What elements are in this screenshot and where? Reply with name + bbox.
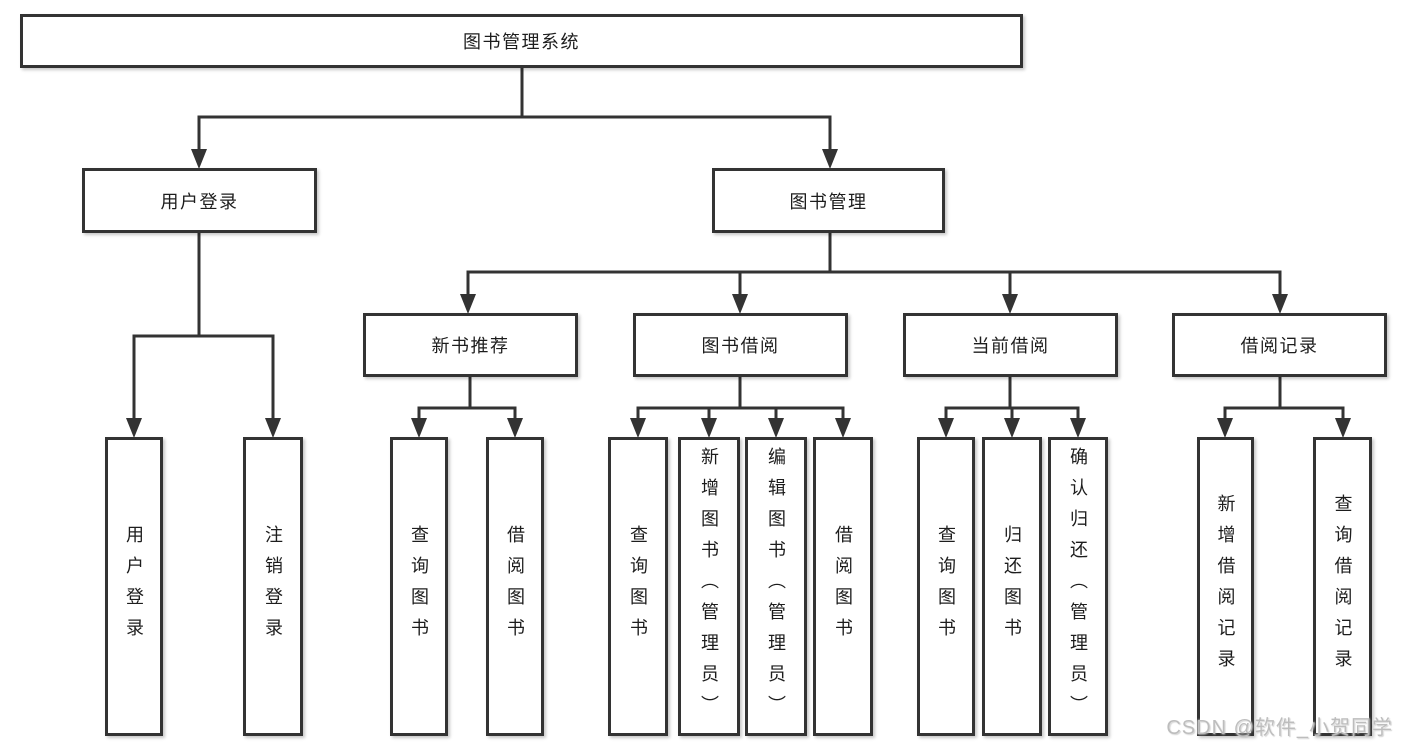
leaf-confirm-return-admin: 确认归还（管理员） bbox=[1048, 437, 1108, 736]
leaf-edit-book-admin: 编辑图书（管理员） bbox=[745, 437, 807, 736]
node-new-book-recommend: 新书推荐 bbox=[363, 313, 578, 377]
leaf-query-books-current-label: 查询图书 bbox=[936, 524, 956, 649]
leaf-borrow-books-borrow: 借阅图书 bbox=[813, 437, 873, 736]
csdn-watermark: CSDN @软件_小贺同学 bbox=[1166, 717, 1393, 739]
node-book-borrow: 图书借阅 bbox=[633, 313, 848, 377]
node-new-book-recommend-label: 新书推荐 bbox=[431, 336, 510, 356]
leaf-logout: 注销登录 bbox=[243, 437, 303, 736]
leaf-query-books-newrec-label: 查询图书 bbox=[409, 524, 429, 649]
leaf-user-login: 用户登录 bbox=[105, 437, 163, 736]
node-book-management-label: 图书管理 bbox=[789, 191, 868, 212]
leaf-add-book-admin-label: 新增图书（管理员） bbox=[699, 447, 719, 726]
leaf-confirm-return-admin-label: 确认归还（管理员） bbox=[1068, 447, 1088, 726]
leaf-add-book-admin: 新增图书（管理员） bbox=[678, 437, 740, 736]
leaf-query-books-borrow: 查询图书 bbox=[608, 437, 668, 736]
node-borrow-records-label: 借阅记录 bbox=[1240, 336, 1319, 356]
leaf-query-books-borrow-label: 查询图书 bbox=[628, 524, 648, 649]
node-current-borrow: 当前借阅 bbox=[903, 313, 1118, 377]
leaf-edit-book-admin-label: 编辑图书（管理员） bbox=[766, 447, 786, 726]
leaf-query-borrow-record: 查询借阅记录 bbox=[1313, 437, 1372, 736]
leaf-user-login-label: 用户登录 bbox=[124, 524, 144, 649]
node-user-login-label: 用户登录 bbox=[160, 191, 239, 212]
node-book-management: 图书管理 bbox=[712, 168, 945, 233]
leaf-borrow-books-newrec: 借阅图书 bbox=[486, 437, 544, 736]
leaf-return-book: 归还图书 bbox=[982, 437, 1042, 736]
leaf-borrow-books-newrec-label: 借阅图书 bbox=[505, 524, 525, 649]
leaf-query-borrow-record-label: 查询借阅记录 bbox=[1332, 493, 1353, 680]
leaf-query-books-current: 查询图书 bbox=[917, 437, 975, 736]
leaf-logout-label: 注销登录 bbox=[263, 524, 283, 649]
node-system-root: 图书管理系统 bbox=[20, 14, 1023, 68]
node-system-root-label: 图书管理系统 bbox=[463, 32, 580, 52]
node-user-login: 用户登录 bbox=[82, 168, 317, 233]
leaf-return-book-label: 归还图书 bbox=[1002, 524, 1022, 649]
node-borrow-records: 借阅记录 bbox=[1172, 313, 1387, 377]
leaf-add-borrow-record: 新增借阅记录 bbox=[1197, 437, 1254, 736]
node-current-borrow-label: 当前借阅 bbox=[971, 336, 1050, 356]
leaf-query-books-newrec: 查询图书 bbox=[390, 437, 448, 736]
leaf-borrow-books-borrow-label: 借阅图书 bbox=[833, 524, 853, 649]
leaf-add-borrow-record-label: 新增借阅记录 bbox=[1215, 493, 1236, 680]
node-book-borrow-label: 图书借阅 bbox=[701, 336, 780, 356]
